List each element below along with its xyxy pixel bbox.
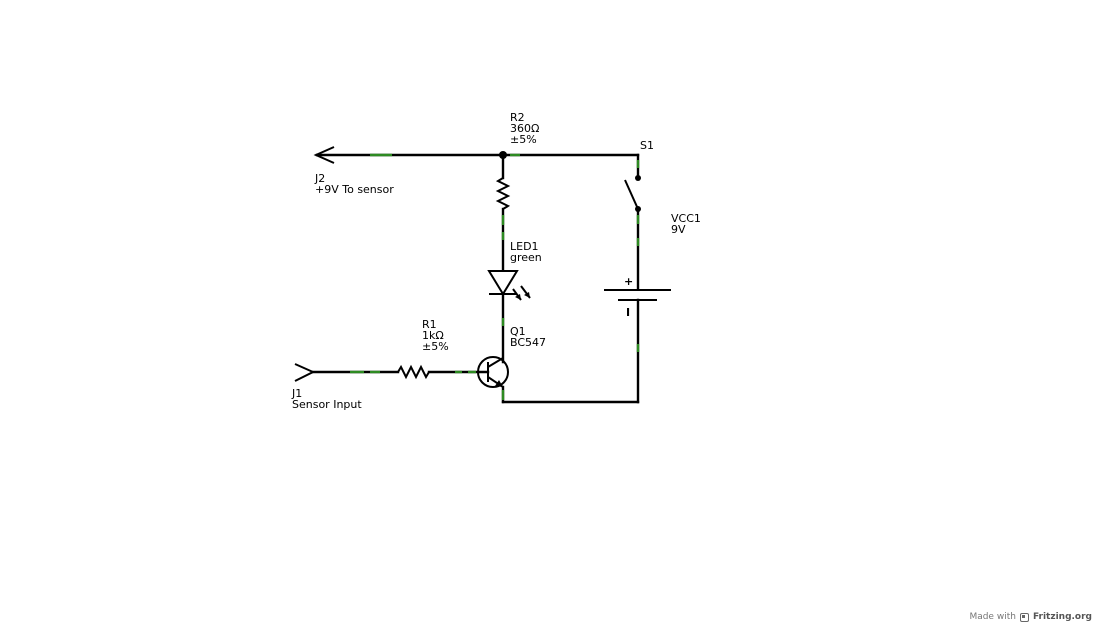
r1-resistor <box>311 364 490 380</box>
s1-switch <box>624 153 641 291</box>
r2-value-label: 360Ω <box>510 122 539 135</box>
vcc1-battery: + I <box>604 275 671 319</box>
r1-ref-label: R1 <box>422 318 437 331</box>
labels: R2 360Ω ±5% S1 J2 +9V To sensor VCC1 9V … <box>291 111 701 411</box>
j1-desc-label: Sensor Input <box>292 398 362 411</box>
led1-ref-label: LED1 <box>510 240 539 253</box>
fritzing-logo-icon <box>1019 612 1029 622</box>
q1-transistor <box>477 356 509 404</box>
j2-ref-label: J2 <box>314 172 325 185</box>
r1-tolerance-label: ±5% <box>422 340 449 353</box>
j1-ref-label: J1 <box>291 387 302 400</box>
r2-tolerance-label: ±5% <box>510 133 537 146</box>
r2-resistor <box>495 153 511 272</box>
battery-minus-sign: I <box>626 306 630 319</box>
q1-ref-label: Q1 <box>510 325 526 338</box>
r1-value-label: 1kΩ <box>422 329 444 342</box>
led1-color-label: green <box>510 251 542 264</box>
fritzing-credit[interactable]: Made with Fritzing.org <box>969 612 1092 622</box>
fritzing-brand-link[interactable]: Fritzing.org <box>1032 612 1092 622</box>
led1-diode <box>487 270 531 364</box>
wire-bottom <box>501 298 640 404</box>
battery-plus-sign: + <box>624 275 633 288</box>
r2-ref-label: R2 <box>510 111 525 124</box>
j1-connector-arrow <box>294 363 316 382</box>
vcc1-value-label: 9V <box>671 223 686 236</box>
made-with-text: Made with <box>969 612 1016 622</box>
vcc1-ref-label: VCC1 <box>671 212 701 225</box>
q1-part-label: BC547 <box>510 336 546 349</box>
j2-connector-arrow <box>313 146 335 164</box>
s1-ref-label: S1 <box>640 139 654 152</box>
j2-desc-label: +9V To sensor <box>315 183 394 196</box>
